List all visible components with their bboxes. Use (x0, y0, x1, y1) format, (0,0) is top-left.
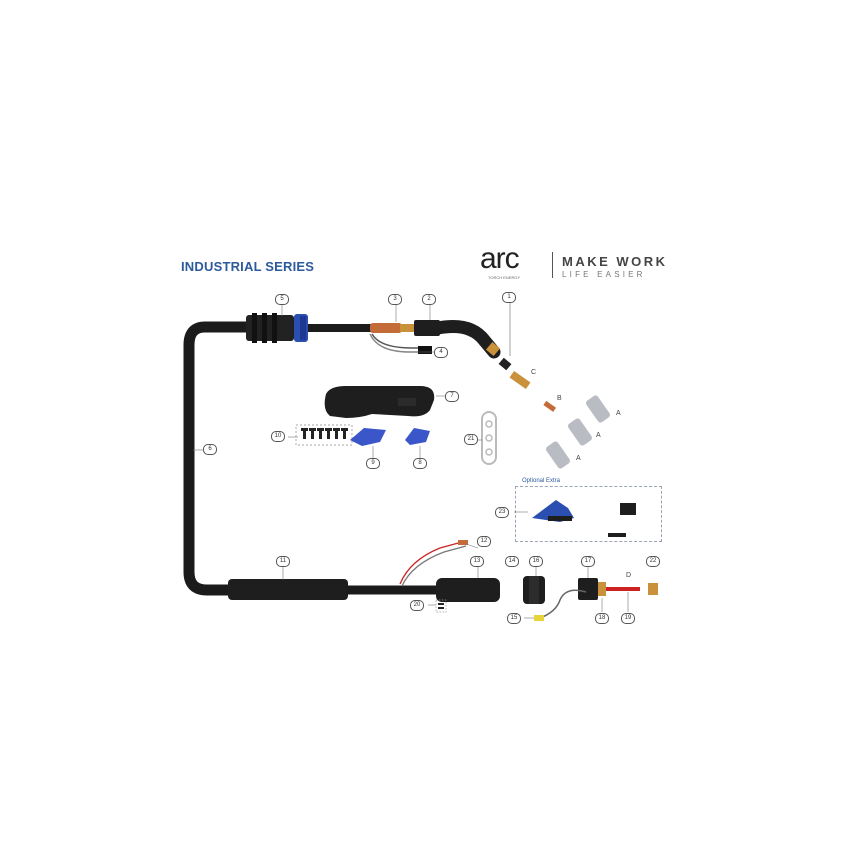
pins (435, 599, 447, 613)
callout-9: 9 (366, 458, 380, 469)
rear-wires (399, 541, 463, 585)
trigger-logo (398, 398, 416, 406)
callout-7: 7 (445, 391, 459, 402)
end-nut (648, 583, 658, 595)
callout-4: 4 (434, 347, 448, 358)
callout-8: 8 (413, 458, 427, 469)
gas-diffuser (509, 370, 531, 390)
spanner (481, 411, 497, 465)
callout-14: 14 (505, 556, 519, 567)
rear-handle (436, 578, 500, 602)
callout-16: 16 (529, 556, 543, 567)
callout-23: 23 (495, 507, 509, 518)
callout-21: 21 (464, 434, 478, 445)
callout-10: 10 (271, 431, 285, 442)
logo-word: arc (480, 242, 520, 275)
letter-b: B (557, 395, 562, 402)
euro-connector (578, 578, 598, 600)
callout-20: 20 (410, 600, 424, 611)
neck-tip (485, 341, 501, 357)
callout-3: 3 (388, 294, 402, 305)
nozzle-1 (585, 395, 611, 423)
callout-22: 22 (646, 556, 660, 567)
liner-piece (608, 533, 626, 537)
callout-13: 13 (470, 556, 484, 567)
series-title: INDUSTRIAL SERIES (181, 259, 315, 274)
callout-1: 1 (502, 292, 516, 303)
letter-c: C (531, 369, 537, 376)
callout-18: 18 (595, 613, 609, 624)
brand-divider (552, 252, 553, 278)
trigger-9 (350, 428, 386, 446)
adaptor-block (620, 503, 636, 515)
callout-5: 5 (275, 294, 289, 305)
swan-neck (431, 320, 501, 359)
switch-lead (539, 589, 587, 619)
tagline-top: MAKE WORK (562, 254, 668, 269)
brass-fitting (400, 324, 414, 332)
callout-15: 15 (507, 613, 521, 624)
tagline-bottom: LIFE EASIER (562, 270, 646, 279)
arc-logo: arc TORCH ENERGY (478, 244, 542, 288)
nozzle-2 (567, 418, 593, 446)
screws (301, 428, 348, 439)
callout-11: 11 (276, 556, 290, 567)
letter-d: D (626, 572, 632, 579)
callout-2: 2 (422, 294, 436, 305)
logo-subtext: TORCH ENERGY (488, 275, 521, 280)
callout-12: 12 (477, 536, 491, 547)
callout-17: 17 (581, 556, 595, 567)
insulator (498, 357, 512, 371)
screws-dash-box (295, 424, 353, 446)
letter-a-2: A (596, 432, 601, 439)
trigger-8 (405, 428, 430, 445)
optional-extra-title: Optional Extra (520, 478, 563, 484)
contact-tip (543, 400, 557, 412)
handle (324, 386, 435, 418)
copper-tube (370, 323, 402, 333)
letter-a-3: A (576, 455, 581, 462)
torch-rear-assembly (246, 313, 308, 343)
nozzle-3 (545, 441, 571, 469)
callout-6: 6 (203, 444, 217, 455)
cable-support (228, 579, 348, 600)
optional-extra-box (515, 486, 662, 542)
letter-a-1: A (616, 410, 621, 417)
callout-19: 19 (621, 613, 635, 624)
main-cable (183, 321, 264, 596)
